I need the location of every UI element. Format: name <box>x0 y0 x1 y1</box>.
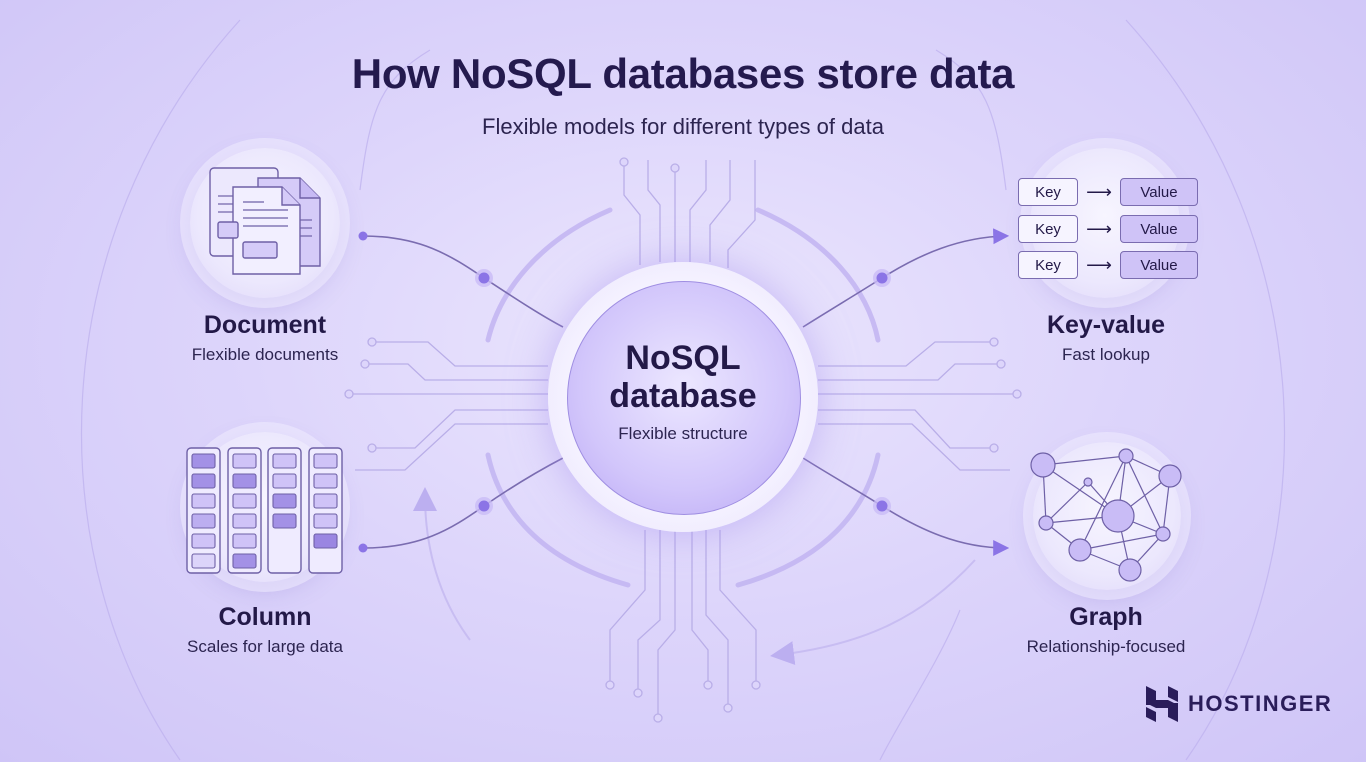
arrow-right-icon: ⟶ <box>1086 218 1112 239</box>
kv-key: Key <box>1018 178 1078 206</box>
inner-arcs <box>485 207 881 588</box>
outer-arcs <box>80 19 1286 761</box>
kv-key: Key <box>1018 251 1078 279</box>
columns-icon <box>186 447 343 574</box>
connector-document <box>362 235 564 328</box>
column-subtitle: Scales for large data <box>187 637 343 656</box>
graph-network-icon <box>1030 448 1182 582</box>
key-value-subtitle: Fast lookup <box>1062 345 1150 364</box>
kv-key: Key <box>1018 215 1078 243</box>
center-title-line1: NoSQL <box>625 339 741 377</box>
circuit-traces-right <box>818 337 1022 471</box>
faint-arrow-right <box>770 559 976 665</box>
center-node-core <box>567 281 801 515</box>
circuit-traces-top <box>619 157 756 268</box>
graph-title: Graph <box>1069 603 1143 631</box>
center-subtitle: Flexible structure <box>618 424 748 443</box>
document-subtitle: Flexible documents <box>191 345 339 364</box>
circuit-traces-left <box>344 337 548 471</box>
arrow-right-icon: ⟶ <box>1086 254 1112 275</box>
kv-value: Value <box>1120 251 1198 279</box>
page-subtitle: Flexible models for different types of d… <box>482 114 884 139</box>
brand-logo: HOSTINGER <box>1146 686 1332 722</box>
key-value-title: Key-value <box>1046 311 1166 339</box>
kv-pair: Key ⟶ Value <box>1018 178 1198 206</box>
page-title: How NoSQL databases store data <box>351 50 1015 97</box>
kv-pair: Key ⟶ Value <box>1018 251 1198 279</box>
hostinger-logo-icon <box>1146 686 1178 722</box>
documents-icon <box>209 167 321 275</box>
circuit-traces-bottom <box>605 530 761 723</box>
center-title-line2: database <box>609 377 757 415</box>
kv-value: Value <box>1120 178 1198 206</box>
kv-pair: Key ⟶ Value <box>1018 215 1198 243</box>
arrow-right-icon: ⟶ <box>1086 181 1112 202</box>
graph-subtitle: Relationship-focused <box>1026 637 1186 656</box>
document-title: Document <box>203 311 327 339</box>
faint-arrow-left <box>413 487 471 641</box>
brand-name: HOSTINGER <box>1188 691 1333 716</box>
connector-key-value <box>802 228 1010 328</box>
column-title: Column <box>218 603 312 631</box>
kv-value: Value <box>1120 215 1198 243</box>
